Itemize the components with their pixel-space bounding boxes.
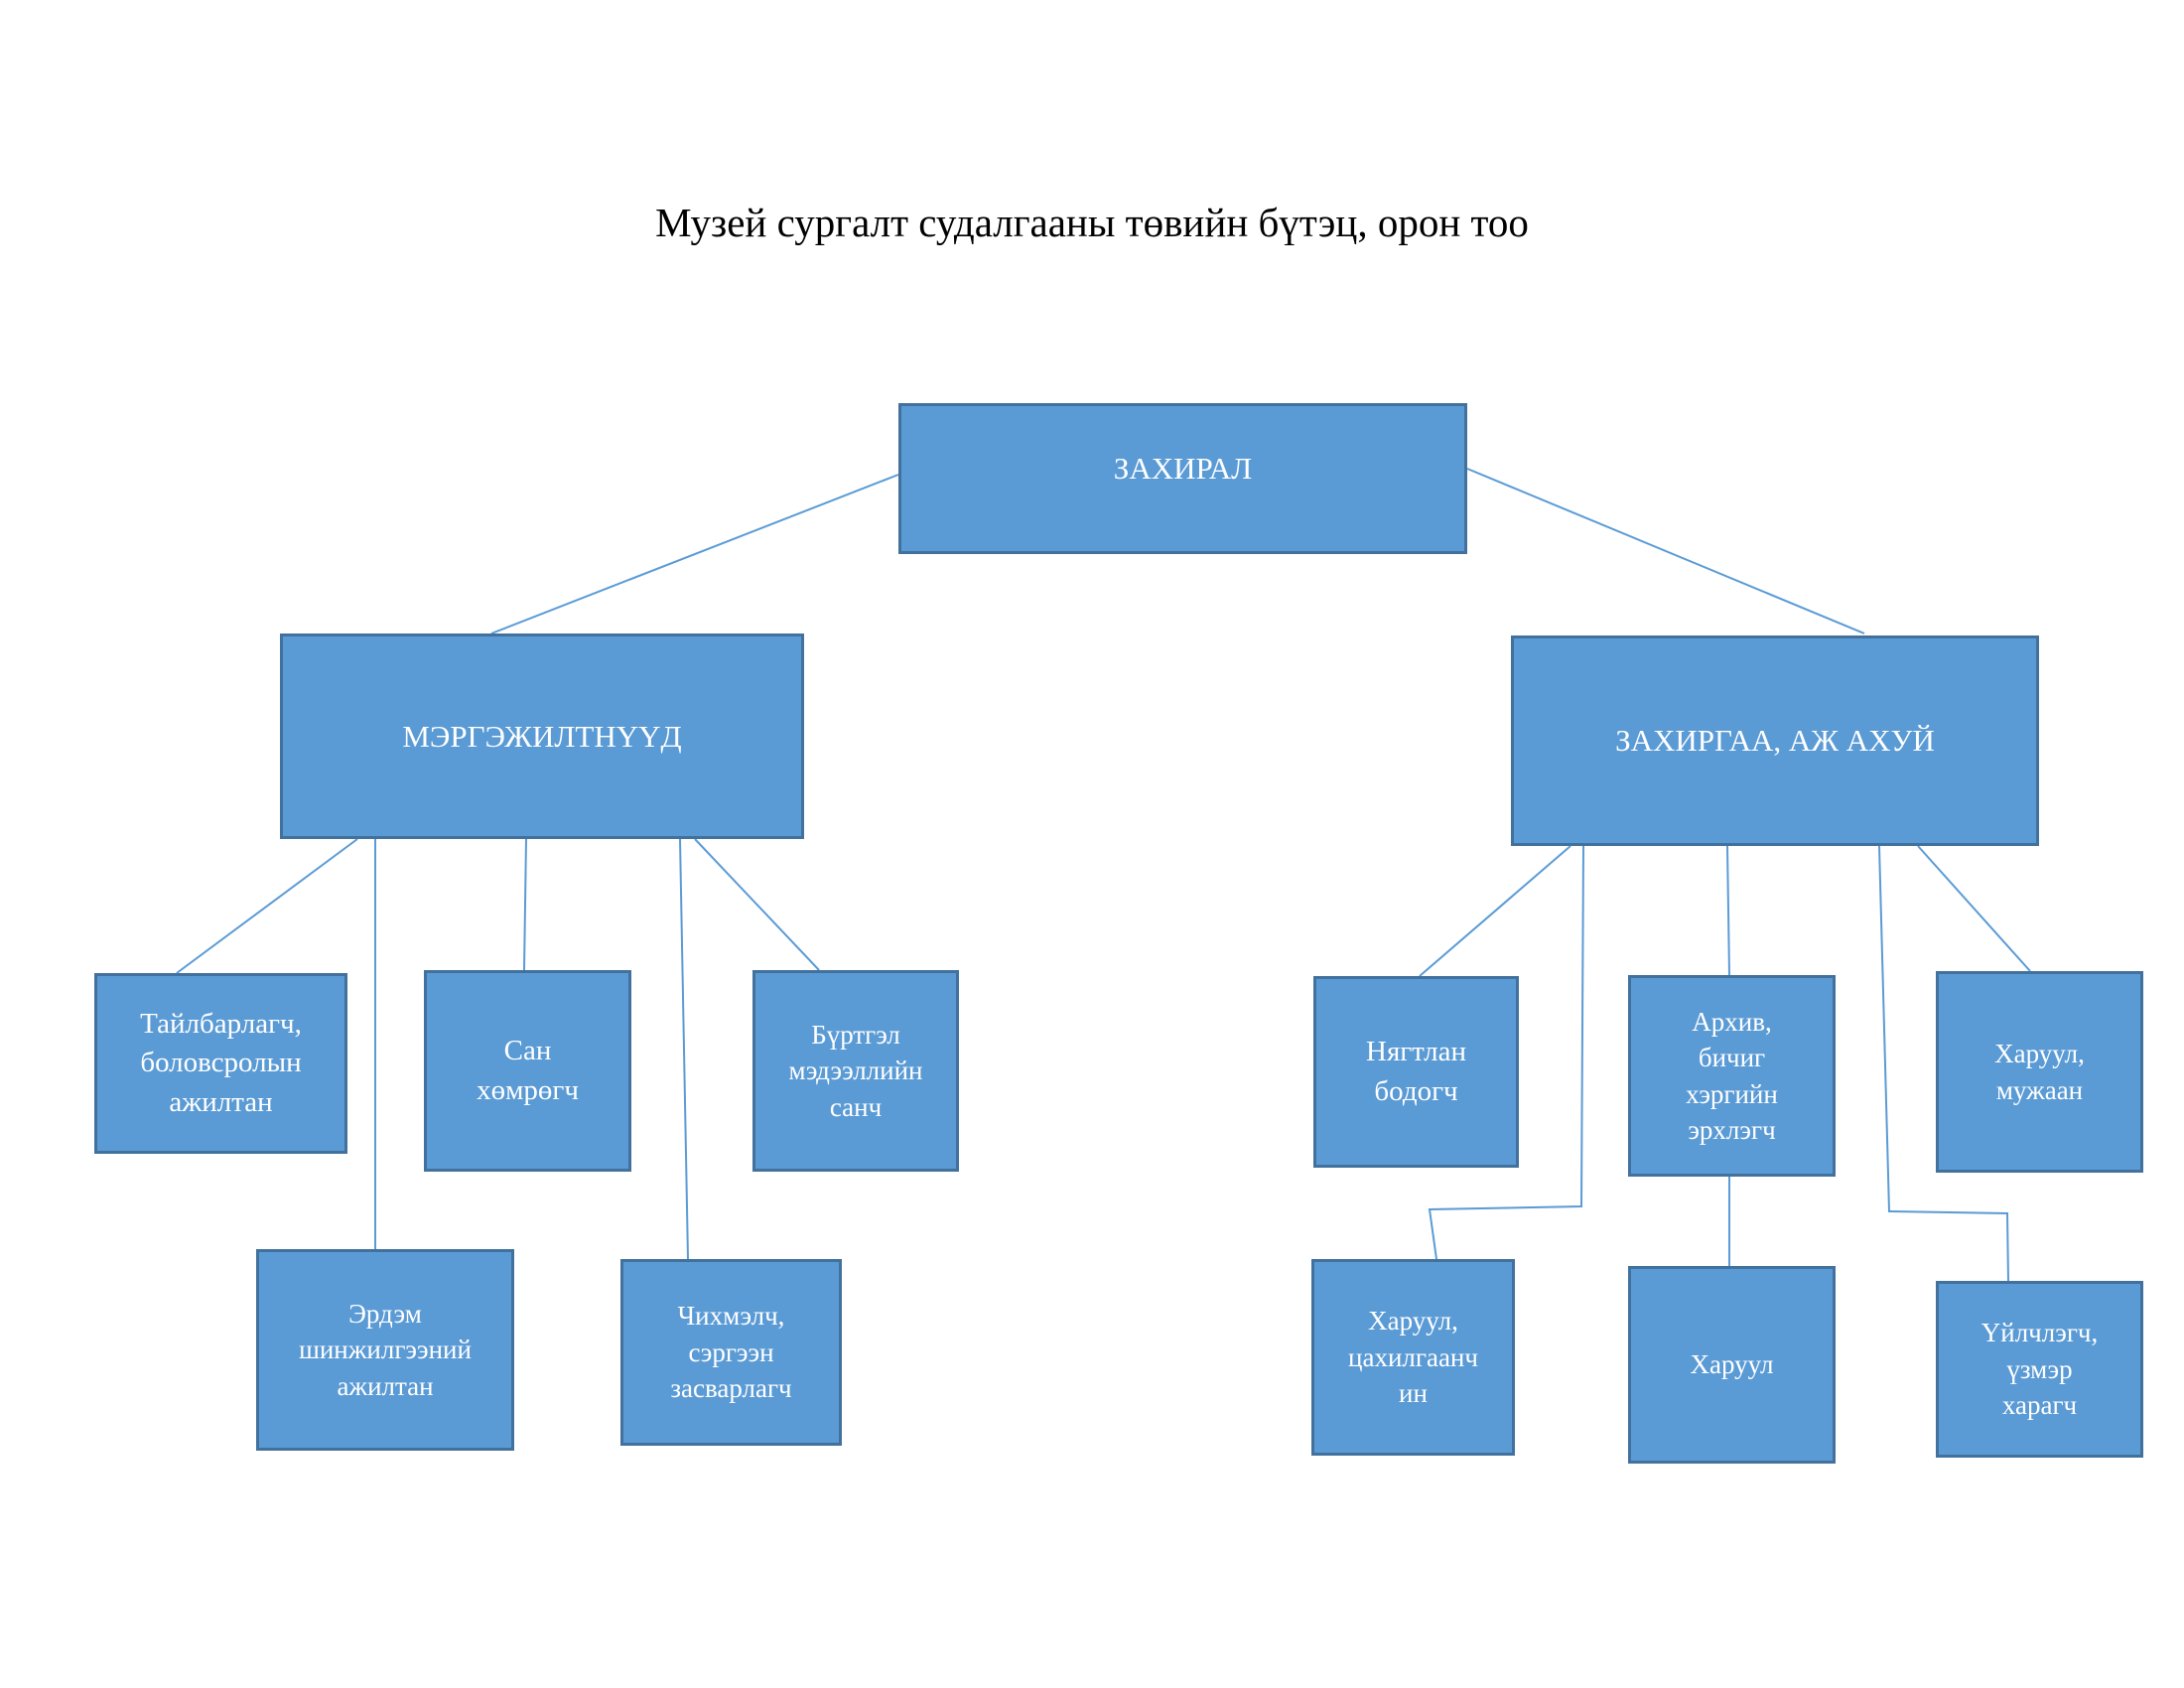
specialists-box: МЭРГЭЖИЛТНҮҮД (280, 633, 804, 839)
connector-admin-archivist (1726, 845, 1730, 976)
taxidermist-box: Чихмэлч, сэргээн засварлагч (620, 1259, 842, 1446)
curator-box: Сан хөмрөгч (424, 970, 631, 1172)
diagram-title: Музей сургалт судалгааны төвийн бүтэц, о… (655, 200, 1529, 245)
cleaner-box: Үйлчлэгч, үзмэр харагч (1936, 1281, 2143, 1458)
guard-box: Харуул (1628, 1266, 1836, 1464)
guide-box: Тайлбарлагч, боловсролын ажилтан (94, 973, 347, 1154)
connector-admin-guard-carpenter (1917, 845, 2031, 972)
researcher-box: Эрдэм шинжилгээний ажилтан (256, 1249, 514, 1451)
guard-electrician-box: Харуул, цахилгаанч ин (1311, 1259, 1515, 1456)
registry-box: Бүртгэл мэдээллийн санч (752, 970, 959, 1172)
connector-admin-accountant (1419, 845, 1571, 977)
connector-admin-guard-electrician (1428, 845, 1584, 1260)
accountant-box: Нягтлан бодогч (1313, 976, 1519, 1168)
connector-admin-cleaner (1878, 845, 2009, 1282)
connector-director-admin (1466, 468, 1865, 634)
connector-specialists-curator (523, 838, 527, 971)
connector-specialists-registry (694, 838, 820, 971)
admin-box: ЗАХИРГАА, АЖ АХУЙ (1511, 635, 2039, 846)
guard-carpenter-box: Харуул, мужаан (1936, 971, 2143, 1173)
archivist-box: Архив, бичиг хэргийн эрхлэгч (1628, 975, 1836, 1177)
director-box: ЗАХИРАЛ (898, 403, 1467, 554)
connector-specialists-guide (176, 838, 358, 974)
connector-director-specialists (490, 474, 899, 634)
connector-specialists-taxidermist (679, 838, 689, 1260)
